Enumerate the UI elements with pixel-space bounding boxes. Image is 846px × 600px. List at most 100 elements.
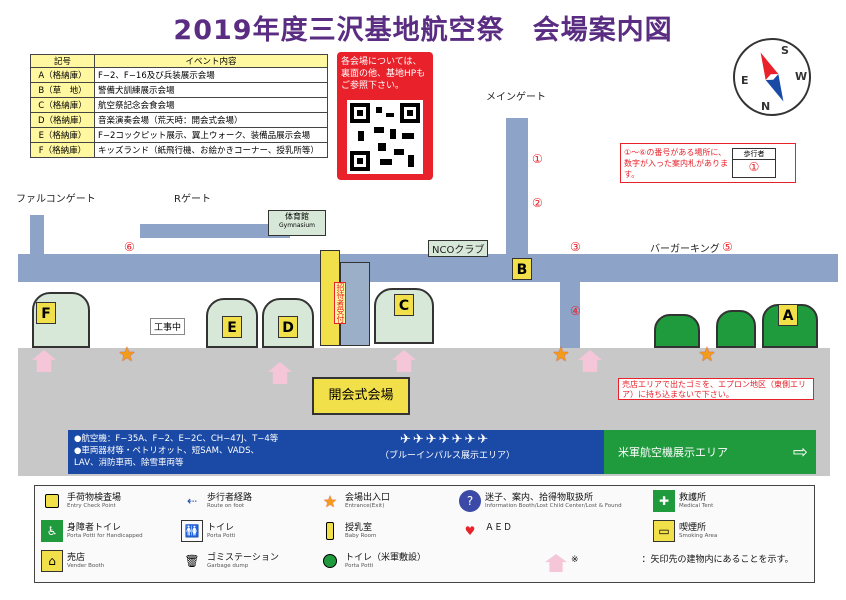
legend-label: ※ ：矢印先の建物内にあることを示す。 [571, 555, 794, 565]
legend-label: 授乳室 [345, 523, 373, 533]
legend-en: Entrance(Exit) [345, 503, 385, 509]
main-gate-label: メインゲート [486, 92, 546, 103]
legend-label: 喫煙所 [679, 523, 707, 533]
legend-label: トイレ（米軍敷設） [345, 553, 427, 563]
gym-label: 体育館 [285, 212, 309, 221]
route-sign-number: ① [748, 160, 760, 174]
legend-en: Baby Room [345, 533, 377, 539]
table-row: A（格納庫）F−2、F−16及び兵装展示会場 [30, 67, 328, 83]
entrance-star-icon[interactable]: ★ [698, 342, 716, 366]
row-event: 音楽演奏会場（荒天時：開会式会場） [94, 112, 328, 128]
legend-label: 売店 [67, 553, 86, 563]
table-row: B（草 地）警備犬訓練展示会場 [30, 82, 328, 98]
qr-code-icon[interactable] [347, 100, 423, 174]
hangar-c[interactable] [374, 288, 434, 344]
pink-arrow-icon [545, 552, 567, 574]
table-row: F（格納庫）キッズランド（紙飛行機、お絵かきコーナー、授乳所等） [30, 142, 328, 158]
table-row: D（格納庫）音楽演奏会場（荒天時：開会式会場） [30, 112, 328, 128]
r-gate-label: Rゲート [174, 194, 211, 205]
table-row: E（格納庫）F−2コックピット展示、翼上ウォーク、装備品展示会場 [30, 127, 328, 143]
baggage-check-icon [41, 490, 63, 512]
legend-item: ♥ ＡＥＤ [459, 520, 512, 542]
hangar-e-label: E [222, 316, 242, 338]
legend-label: 身障者トイレ [67, 523, 122, 533]
svg-text:N: N [761, 100, 770, 113]
route-sign-label: 歩行者 [733, 149, 775, 160]
row-code: E（格納庫） [30, 127, 95, 143]
page-title: 2019年度三沢基地航空祭 会場案内図 [173, 15, 673, 46]
baby-room-icon [319, 520, 341, 542]
pedestrian-route-icon: ⇠ [186, 494, 198, 508]
route-number-3: ③ [570, 240, 581, 254]
legend-label: 会場出入口 [345, 493, 391, 503]
hangar-d[interactable] [262, 298, 314, 348]
row-code: F（格納庫） [30, 142, 95, 158]
table-header-row: 記号 イベント内容 [30, 54, 328, 68]
header-code: 記号 [30, 54, 95, 68]
smoking-area-icon: ▭ [653, 520, 675, 542]
legend-en: Porta Potti for Handicapped [67, 533, 143, 539]
legend-en: Vender Booth [67, 563, 105, 569]
row-code: A（格納庫） [30, 67, 95, 83]
compass-icon: S E W N [733, 38, 811, 116]
pink-arrow-icon [32, 350, 56, 372]
hangar-c-label: C [394, 294, 414, 316]
legend-label: ＡＥＤ [485, 523, 513, 533]
route-sign-icon: 歩行者 ① [732, 148, 776, 178]
burger-king-label: バーガーキング [650, 244, 720, 255]
accessible-toilet-icon: ♿ [41, 520, 63, 542]
main-road [18, 254, 838, 282]
event-table: 記号 イベント内容 A（格納庫）F−2、F−16及び兵装展示会場 B（草 地）警… [30, 54, 328, 158]
entrance-star-icon[interactable]: ★ [118, 342, 136, 366]
row-event: F−2コックピット展示、翼上ウォーク、装備品展示会場 [94, 127, 328, 143]
legend-label: 手荷物検査場 [67, 493, 122, 503]
legend-en: Garbage dump [207, 563, 249, 569]
vehicle-list: ●車両器材等・ペトリオット、短SAM、VADS、LAV、消防車両、除雪車両等 [74, 446, 259, 468]
side-road [560, 258, 580, 353]
falcon-gate-label: ファルコンゲート [16, 194, 96, 205]
legend-label: 迷子、案内、拾得物取扱所 [485, 493, 594, 503]
table-row: C（格納庫）航空祭記念会食会場 [30, 97, 328, 113]
svg-text:S: S [781, 44, 789, 57]
r-gate-road [140, 224, 290, 238]
route-number-4: ④ [570, 304, 581, 318]
route-number-5: ⑤ [722, 240, 733, 254]
legend-en: Porta Potti [345, 563, 374, 569]
legend-en: Route on foot [207, 503, 245, 509]
us-toilet-icon [319, 550, 341, 572]
hangar-e[interactable] [206, 298, 258, 348]
aircraft-display-area: ●航空機：F−35A、F−2、E−2C、CH−47J、T−4等 ●車両器材等・ペ… [68, 430, 604, 474]
row-event: キッズランド（紙飛行機、お絵かきコーナー、授乳所等） [94, 142, 328, 158]
pink-arrow-icon [578, 350, 602, 372]
sign-info-text: ①〜⑥の番号がある場所に、数字が入った案内札があります。 [624, 148, 728, 179]
legend-item: トイレ（米軍敷設）Porta Potti [319, 550, 426, 572]
row-event: 航空祭記念会食会場 [94, 97, 328, 113]
row-event: 警備犬訓練展示会場 [94, 82, 328, 98]
nco-club-label: NCOクラブ [428, 240, 489, 257]
construction-label: 工事中 [150, 318, 186, 335]
waste-notice: 売店エリアで出たゴミを、エプロン地区（東側エリア）に持ち込まないで下さい。 [618, 378, 814, 400]
route-number-2: ② [532, 196, 543, 210]
aed-icon: ♥ [464, 524, 476, 538]
blue-impulse-label: （ブルーインパルス展示エリア） [380, 451, 516, 461]
pink-arrow-icon [268, 362, 292, 384]
legend-label: ゴミステーション [207, 553, 279, 563]
legend-item: ※ ：矢印先の建物内にあることを示す。 [545, 552, 794, 574]
toilet-icon: 🚻 [181, 520, 203, 542]
entrance-star-icon[interactable]: ★ [552, 342, 570, 366]
ceremony-area[interactable]: 開会式会場 [312, 377, 410, 415]
header-event: イベント内容 [94, 54, 328, 68]
first-aid-icon: ✚ [653, 490, 675, 512]
legend-label: 救護所 [679, 493, 707, 503]
legend-en: Information Booth/Lost Child Center/Lost… [485, 503, 622, 509]
reception-label: 招待者受付 [334, 282, 346, 324]
falcon-gate-road [30, 215, 44, 259]
